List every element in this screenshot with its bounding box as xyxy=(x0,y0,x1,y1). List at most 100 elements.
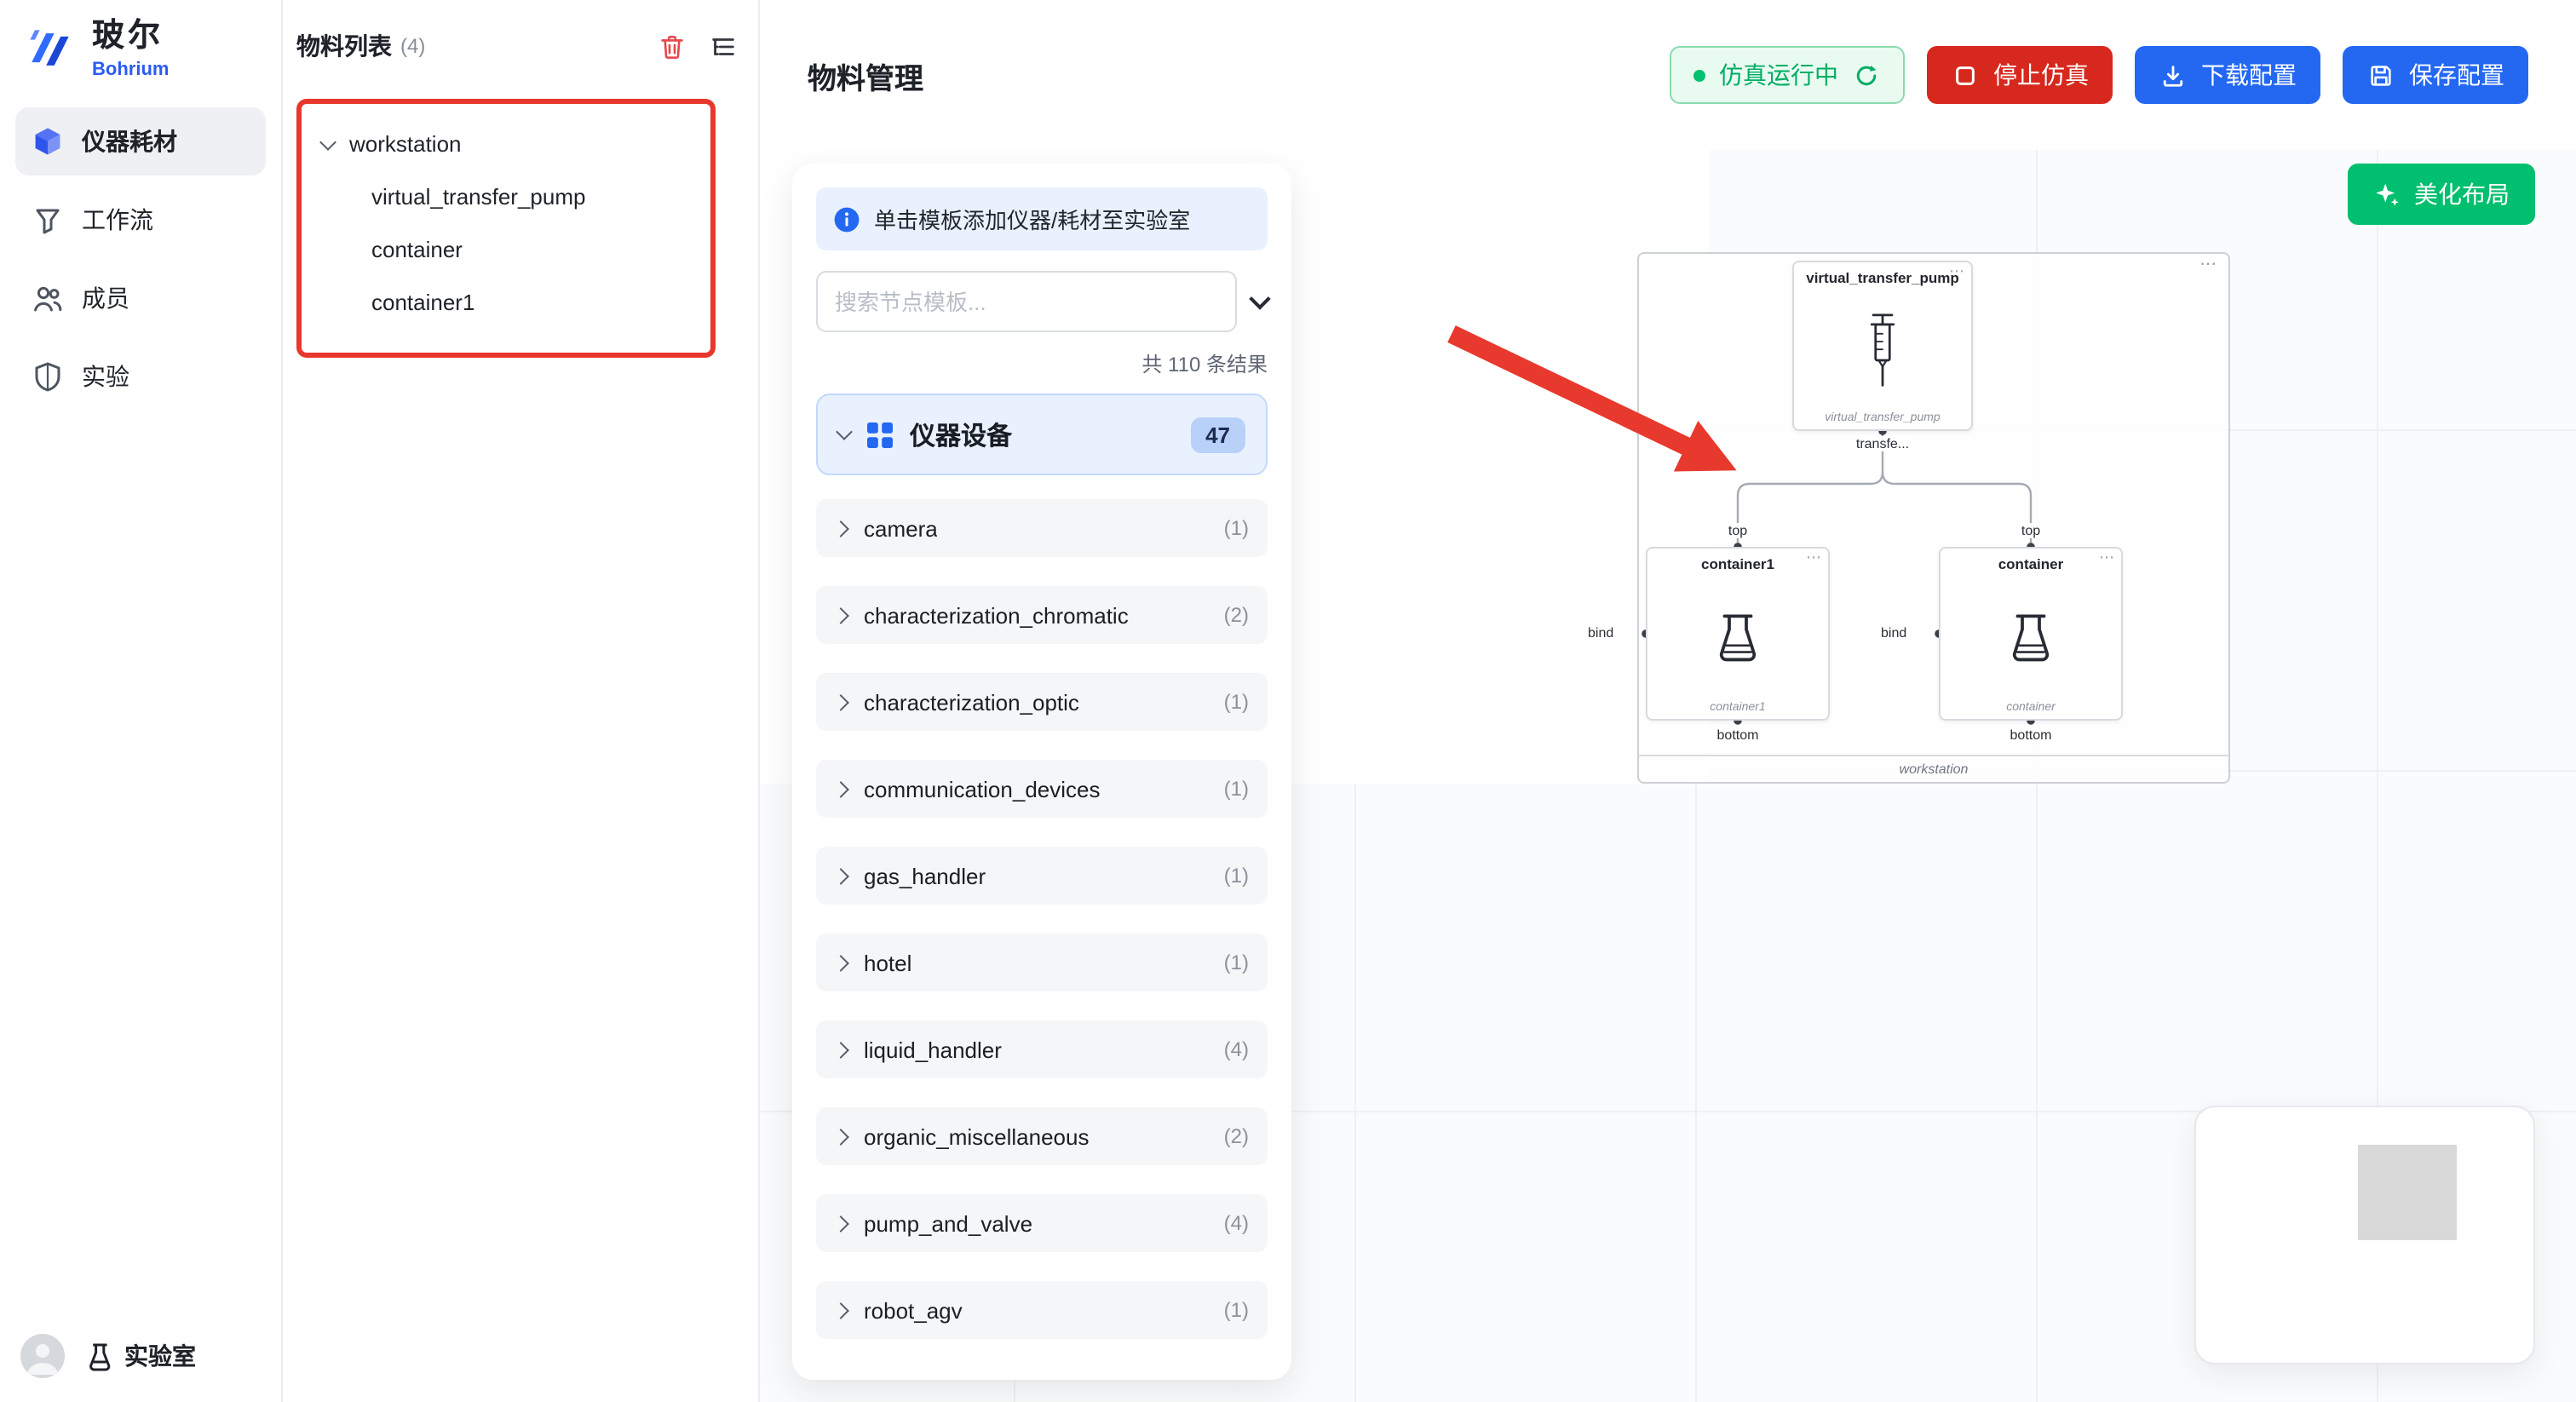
beautify-layout-button[interactable]: 美化布局 xyxy=(2348,164,2535,225)
node-virtual-transfer-pump[interactable]: ⋯ virtual_transfer_pump xyxy=(1792,261,1973,431)
tree-node-container1[interactable]: container1 xyxy=(371,290,475,315)
materials-title: 物料列表 xyxy=(296,32,392,60)
tree-node-virtual-transfer-pump[interactable]: virtual_transfer_pump xyxy=(371,184,586,210)
workstation-group-node[interactable]: ⋯ ⋯ virtual_transfer_pump xyxy=(1584,252,2230,784)
template-item-count: (1) xyxy=(1223,777,1249,801)
chevron-down-icon xyxy=(319,133,336,150)
template-item-label: communication_devices xyxy=(864,776,1101,802)
template-item-organic-miscellaneous[interactable]: organic_miscellaneous (2) xyxy=(816,1107,1268,1165)
chevron-right-icon xyxy=(832,780,849,797)
materials-count: (4) xyxy=(400,34,426,58)
beaker-icon xyxy=(1647,576,1828,702)
category-grid-icon xyxy=(865,420,894,449)
chevron-right-icon xyxy=(832,1301,849,1319)
node-sub-label: container1 xyxy=(1710,702,1766,714)
minimap-viewport[interactable] xyxy=(2358,1145,2457,1240)
members-people-icon xyxy=(32,283,63,313)
download-config-button[interactable]: 下载配置 xyxy=(2135,46,2320,104)
stop-icon xyxy=(1951,60,1980,89)
brand-logo[interactable]: 玻尔 Bohrium xyxy=(0,0,281,107)
template-item-count: (2) xyxy=(1223,603,1249,627)
category-instruments[interactable]: 仪器设备 47 xyxy=(816,394,1268,475)
node-container[interactable]: ⋯ container container xyxy=(1939,547,2123,721)
simulation-status-chip[interactable]: 仿真运行中 xyxy=(1670,46,1905,104)
brand-name-cn: 玻尔 xyxy=(92,19,164,55)
sidebar-item-experiments[interactable]: 实验 xyxy=(15,342,266,411)
group-more-icon[interactable]: ⋯ xyxy=(2199,256,2217,274)
sidebar-item-label: 仪器耗材 xyxy=(82,127,177,155)
beautify-label: 美化布局 xyxy=(2414,181,2510,208)
minimap-panel[interactable] xyxy=(2194,1106,2535,1365)
flow-canvas[interactable]: 单击模板添加仪器/耗材至实验室 共 110 条结果 xyxy=(760,150,2576,1402)
chevron-right-icon xyxy=(832,867,849,884)
user-avatar[interactable] xyxy=(20,1334,65,1378)
info-icon xyxy=(834,206,860,232)
chevron-right-icon xyxy=(832,1215,849,1232)
brand-text: 玻尔 Bohrium xyxy=(92,19,170,80)
sidebar-item-instruments[interactable]: 仪器耗材 xyxy=(15,106,266,175)
template-item-pump-and-valve[interactable]: pump_and_valve (4) xyxy=(816,1194,1268,1252)
template-item-robot-agv[interactable]: robot_agv (1) xyxy=(816,1281,1268,1339)
main-area: 物料管理 仿真运行中 xyxy=(760,0,2576,1402)
template-item-count: (1) xyxy=(1223,951,1249,974)
header-actions: 仿真运行中 停止仿真 xyxy=(1670,46,2528,104)
node-more-icon[interactable]: ⋯ xyxy=(1949,262,1964,279)
port-label-top[interactable]: top xyxy=(1724,523,1751,538)
category-label: 仪器设备 xyxy=(910,422,1013,451)
template-item-label: robot_agv xyxy=(864,1297,963,1323)
bind-port-chip[interactable]: bind xyxy=(1584,625,1618,641)
template-item-label: organic_miscellaneous xyxy=(864,1123,1090,1149)
page-title: 物料管理 xyxy=(808,62,923,95)
lab-entry[interactable]: 实验室 xyxy=(83,1339,196,1373)
chevron-right-icon xyxy=(832,1128,849,1145)
chevron-right-icon xyxy=(832,693,849,710)
status-label: 仿真运行中 xyxy=(1719,61,1838,89)
port-label-bottom[interactable]: bottom xyxy=(2006,727,2056,743)
template-item-count: (1) xyxy=(1223,1298,1249,1322)
brand-name-en: Bohrium xyxy=(92,59,170,80)
node-title: virtual_transfer_pump xyxy=(1806,269,1959,286)
template-item-label: camera xyxy=(864,515,938,541)
port-label-bottom[interactable]: bottom xyxy=(1713,727,1762,743)
tree-outline-icon[interactable] xyxy=(707,31,738,61)
collapse-chevron-icon[interactable] xyxy=(1249,288,1271,310)
save-icon xyxy=(2366,60,2395,89)
template-item-communication-devices[interactable]: communication_devices (1) xyxy=(816,760,1268,818)
stop-simulation-button[interactable]: 停止仿真 xyxy=(1927,46,2113,104)
chevron-right-icon xyxy=(832,520,849,537)
stop-label: 停止仿真 xyxy=(1993,61,2089,89)
template-item-characterization-optic[interactable]: characterization_optic (1) xyxy=(816,673,1268,731)
template-item-characterization-chromatic[interactable]: characterization_chromatic (2) xyxy=(816,586,1268,644)
port-label-transfer[interactable]: transfe... xyxy=(1852,436,1913,451)
bind-port-chip[interactable]: bind xyxy=(1877,625,1911,641)
sidebar-item-label: 实验 xyxy=(82,362,129,390)
port-label-top[interactable]: top xyxy=(2017,523,2044,538)
template-item-liquid-handler[interactable]: liquid_handler (4) xyxy=(816,1020,1268,1078)
sidebar: 玻尔 Bohrium 仪器耗材 xyxy=(0,0,283,1402)
template-item-count: (1) xyxy=(1223,690,1249,714)
template-item-count: (4) xyxy=(1223,1037,1249,1061)
save-config-button[interactable]: 保存配置 xyxy=(2343,46,2528,104)
template-item-gas-handler[interactable]: gas_handler (1) xyxy=(816,847,1268,905)
template-search-input[interactable] xyxy=(816,271,1237,332)
chevron-right-icon xyxy=(832,606,849,623)
template-item-label: pump_and_valve xyxy=(864,1210,1033,1236)
node-container1[interactable]: ⋯ container1 container1 xyxy=(1646,547,1830,721)
tree-node-workstation[interactable]: workstation xyxy=(302,124,710,170)
template-item-count: (1) xyxy=(1223,516,1249,540)
template-item-hotel[interactable]: hotel (1) xyxy=(816,934,1268,991)
lab-label: 实验室 xyxy=(124,1342,196,1370)
sidebar-item-workflow[interactable]: 工作流 xyxy=(15,186,266,254)
template-item-camera[interactable]: camera (1) xyxy=(816,499,1268,557)
refresh-icon[interactable] xyxy=(1852,60,1881,89)
node-more-icon[interactable]: ⋯ xyxy=(1806,549,1821,566)
node-more-icon[interactable]: ⋯ xyxy=(2099,549,2114,566)
template-item-label: characterization_chromatic xyxy=(864,602,1129,628)
sidebar-item-label: 成员 xyxy=(82,284,129,312)
delete-trash-icon[interactable] xyxy=(656,31,687,61)
sidebar-item-members[interactable]: 成员 xyxy=(15,264,266,332)
group-label: workstation xyxy=(1899,761,1969,777)
tree-node-container[interactable]: container xyxy=(371,237,463,262)
sidebar-nav: 仪器耗材 工作流 成员 xyxy=(0,106,281,411)
